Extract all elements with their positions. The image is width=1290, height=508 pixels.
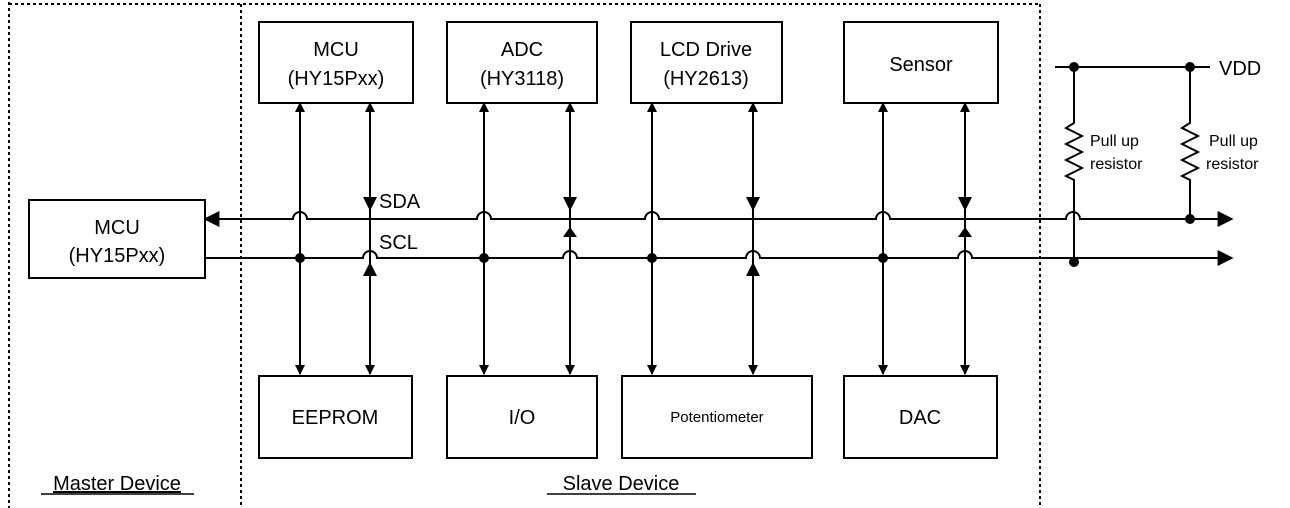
pull-up-2-label: Pull up — [1209, 133, 1258, 150]
sensor-box — [843, 21, 999, 104]
vdd-label: VDD — [1219, 58, 1261, 80]
slave-mcu-label: MCU — [313, 39, 359, 61]
slave-mcu-part: (HY15Pxx) — [288, 68, 385, 90]
scl-line — [205, 250, 1234, 266]
pull-up-2-sub: resistor — [1206, 156, 1259, 173]
pull-up-resistor-1 — [1063, 67, 1085, 262]
lcd-drive-part: (HY2613) — [663, 68, 749, 90]
adc-box — [446, 21, 598, 104]
pull-up-1-label: Pull up — [1090, 133, 1139, 150]
dac-label: DAC — [899, 407, 941, 429]
master-mcu-box — [28, 199, 206, 279]
junction-dot — [479, 253, 489, 263]
junction-dot — [295, 253, 305, 263]
pull-up-1-sub: resistor — [1090, 156, 1143, 173]
potentiometer-box — [621, 375, 813, 459]
adc-part: (HY3118) — [480, 68, 564, 90]
junction-dot — [647, 253, 657, 263]
dac-box — [843, 375, 998, 459]
slave-mcu-box — [258, 21, 414, 104]
junction-dot — [878, 253, 888, 263]
adc-label: ADC — [501, 39, 543, 61]
scl-label: SCL — [379, 232, 418, 254]
io-label: I/O — [509, 407, 536, 429]
lcd-drive-box — [630, 21, 783, 104]
slave-device-label: Slave Device — [563, 473, 680, 495]
potentiometer-label: Potentiometer — [670, 409, 763, 426]
lcd-drive-label: LCD Drive — [660, 39, 752, 61]
bus-connections — [295, 102, 972, 375]
region-borders — [8, 2, 1041, 508]
sda-line — [203, 211, 1234, 227]
eeprom-box — [258, 375, 413, 459]
master-mcu-part: (HY15Pxx) — [69, 245, 166, 267]
pull-up-resistor-2 — [1179, 67, 1201, 219]
pull-up-network — [1055, 66, 1210, 262]
sensor-label: Sensor — [889, 54, 953, 76]
master-device-label: Master Device — [53, 473, 181, 495]
eeprom-label: EEPROM — [292, 407, 379, 429]
master-mcu-label: MCU — [94, 217, 140, 239]
io-box — [446, 375, 598, 459]
sda-label: SDA — [379, 191, 421, 213]
